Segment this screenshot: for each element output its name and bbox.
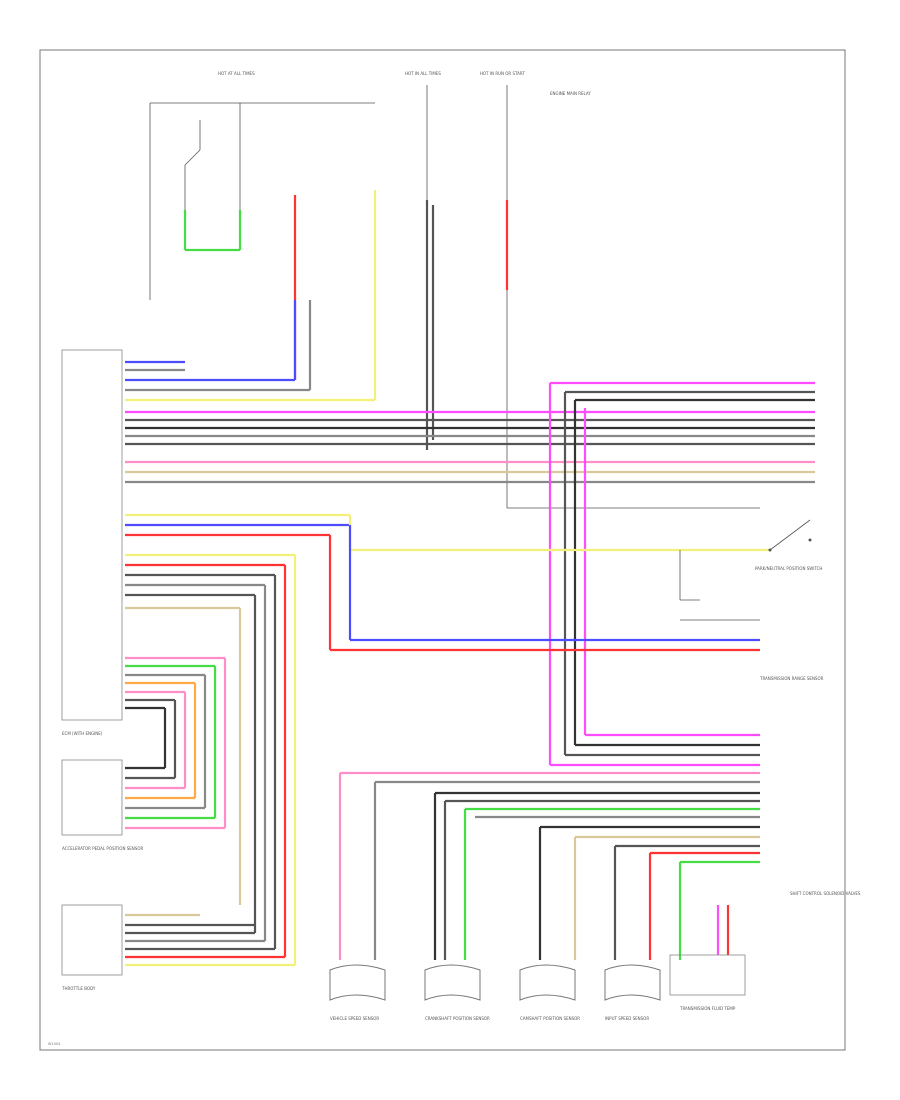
- accelerator-label: ACCELERATOR PEDAL POSITION SENSOR: [62, 846, 143, 851]
- fuse-label-mid: HOT IN ALL TIMES: [405, 71, 441, 76]
- sensor-1: VEHICLE SPEED SENSOR: [329, 964, 386, 1021]
- ecm-wires-mid: [125, 513, 770, 965]
- ecm-label: ECM (WITH ENGINE): [62, 731, 103, 736]
- park-neutral-label: PARK/NEUTRAL POSITION SWITCH: [755, 566, 822, 571]
- ecm-wires-upper: [125, 360, 815, 484]
- throttle-label: THROTTLE BODY: [61, 986, 96, 991]
- engine-relay-label: ENGINE MAIN RELAY: [550, 91, 591, 96]
- fuse-label-left: HOT AT ALL TIMES: [218, 71, 255, 76]
- diagram-border: [39, 49, 846, 1051]
- park-neutral-switch: PARK/NEUTRAL POSITION SWITCH TRANSMISSIO…: [679, 519, 824, 681]
- sensor-2-label: CRANKSHAFT POSITION SENSOR: [425, 1016, 490, 1021]
- top-fuse-left: HOT AT ALL TIMES: [149, 71, 375, 300]
- accelerator-block: ACCELERATOR PEDAL POSITION SENSOR: [61, 759, 225, 851]
- shift-control-label: SHIFT CONTROL SOLENOID VALVES: [790, 891, 861, 896]
- sensor-2: CRANKSHAFT POSITION SENSOR: [424, 964, 490, 1021]
- top-fuse-mid: HOT IN ALL TIMES HOT IN RUN OR START ENG…: [405, 71, 591, 450]
- shift-control-bundle: SHIFT CONTROL SOLENOID VALVES: [340, 771, 861, 896]
- ecm-wires-lower: [125, 656, 227, 828]
- sensor-5: TRANSMISSION FLUID TEMP: [669, 954, 746, 1011]
- throttle-block: THROTTLE BODY: [61, 904, 295, 991]
- sensor-4: INPUT SPEED SENSOR: [604, 964, 661, 1021]
- sensor-4-label: INPUT SPEED SENSOR: [605, 1016, 649, 1021]
- sensor-1-label: VEHICLE SPEED SENSOR: [330, 1016, 379, 1021]
- footer-code: W1004: [48, 1042, 61, 1046]
- sensor-5-label: TRANSMISSION FLUID TEMP: [679, 1006, 736, 1011]
- sensor-3: CAMSHAFT POSITION SENSOR: [519, 964, 580, 1021]
- trans-range-label: TRANSMISSION RANGE SENSOR: [759, 676, 824, 681]
- ecm-block: ECM (WITH ENGINE): [61, 349, 123, 736]
- sensor-3-label: CAMSHAFT POSITION SENSOR: [520, 1016, 580, 1021]
- fuse-label-right: HOT IN RUN OR START: [480, 71, 525, 76]
